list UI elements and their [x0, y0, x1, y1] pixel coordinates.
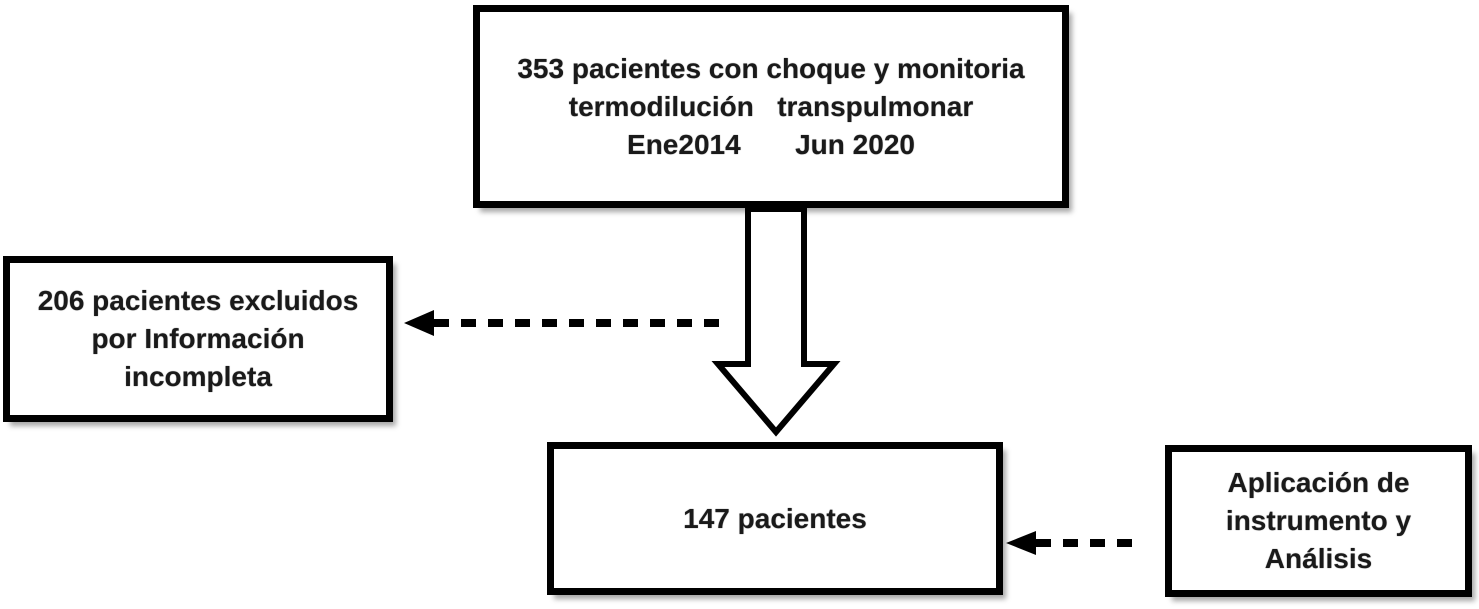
final-box: 147 pacientes: [547, 442, 1003, 595]
final-line-1: 147 pacientes: [683, 502, 867, 534]
analysis-line-2: instrumento y: [1225, 505, 1412, 536]
excluded-line-1: 206 pacientes excluidos: [37, 285, 359, 316]
analysis-line-3: Análisis: [1264, 543, 1373, 574]
analysis-line-1: Aplicación de: [1227, 467, 1410, 498]
cohort-box: 353 pacientes con choque y monitoria ter…: [473, 5, 1069, 208]
excluded-line-2: por Información: [91, 323, 305, 354]
analysis-box: Aplicación de instrumento y Análisis: [1165, 445, 1472, 597]
excluded-dashed-arrow: [404, 310, 722, 336]
cohort-line-3: Ene2014 Jun 2020: [627, 128, 915, 160]
excluded-box: 206 pacientes excluidos por Información …: [3, 256, 393, 422]
down-block-arrow: [711, 206, 841, 437]
cohort-line-2: termodilución transpulmonar: [568, 90, 974, 122]
analysis-dashed-arrow: [1006, 531, 1140, 555]
cohort-line-1: 353 pacientes con choque y monitoria: [517, 52, 1025, 84]
excluded-line-3: incompleta: [124, 361, 272, 392]
